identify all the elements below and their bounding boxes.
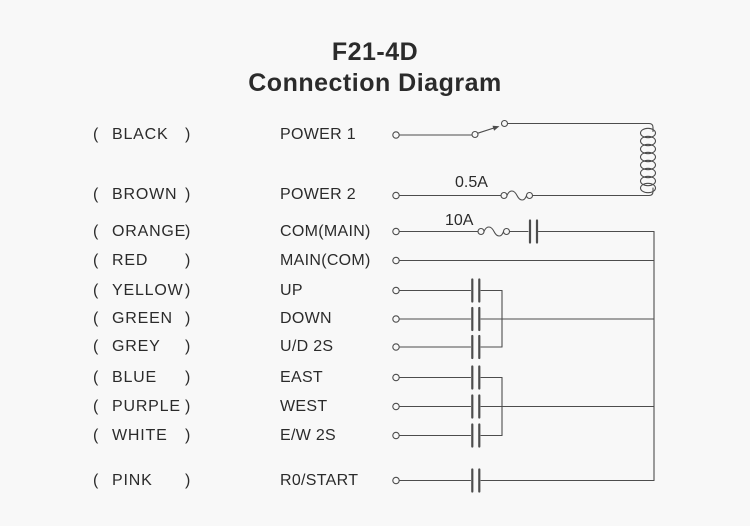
power2-circuit — [392, 190, 650, 201]
paren-close: ) — [185, 186, 191, 203]
wire-row-r0-start: ( PINK ) R0/START — [0, 469, 750, 493]
page-title: F21-4D Connection Diagram — [0, 37, 750, 99]
com-main-circuit — [392, 219, 655, 244]
wire-color-label: PURPLE — [112, 398, 181, 415]
east-circuit — [392, 365, 503, 390]
fuse-symbol-com — [477, 226, 511, 237]
paren-open: ( — [93, 282, 99, 299]
down-circuit — [392, 306, 655, 332]
terminal-circle — [392, 315, 400, 323]
west-circuit — [392, 394, 655, 419]
wire-color-label: BLACK — [112, 126, 169, 143]
contact-symbol-west — [471, 394, 481, 419]
paren-open: ( — [93, 369, 99, 386]
wire-color-label: BLUE — [112, 369, 157, 386]
wire-row-down: ( GREEN ) DOWN — [0, 307, 750, 331]
function-label: U/D 2S — [280, 338, 334, 355]
paren-open: ( — [93, 126, 99, 143]
wire-color-label: YELLOW — [112, 282, 184, 299]
function-label: POWER 1 — [280, 126, 356, 143]
paren-open: ( — [93, 310, 99, 327]
contact-symbol-ew2s — [471, 423, 481, 448]
r0-start-circuit — [392, 468, 655, 493]
terminal-circle — [392, 191, 400, 200]
model-number: F21-4D — [331, 38, 419, 66]
switch-arrow-icon — [492, 125, 500, 131]
terminal-circle — [392, 343, 400, 351]
paren-open: ( — [93, 398, 99, 415]
paren-open: ( — [93, 252, 99, 269]
contact-symbol-east — [471, 365, 481, 390]
wire-row-ew2s: ( WHITE ) E/W 2S — [0, 424, 750, 448]
wire-row-main-com: ( RED ) MAIN(COM) — [0, 249, 750, 273]
paren-open: ( — [93, 186, 99, 203]
function-label: MAIN(COM) — [280, 252, 371, 269]
paren-open: ( — [93, 223, 99, 240]
paren-close: ) — [185, 223, 191, 240]
paren-close: ) — [185, 427, 191, 444]
fuse-rating-power2: 0.5A — [455, 174, 488, 191]
paren-open: ( — [93, 338, 99, 355]
terminal-circle — [392, 431, 400, 440]
wire-color-label: GREEN — [112, 310, 173, 327]
wire-color-label: BROWN — [112, 186, 178, 203]
wire-row-east: ( BLUE ) EAST — [0, 366, 750, 390]
terminal-circle — [392, 402, 400, 411]
function-label: E/W 2S — [280, 427, 337, 444]
function-label: WEST — [280, 398, 328, 415]
function-label: UP — [280, 282, 303, 299]
ew2s-circuit — [392, 423, 503, 448]
terminal-circle — [392, 256, 400, 265]
paren-close: ) — [185, 472, 191, 489]
contact-symbol-up — [471, 278, 481, 303]
ud2s-circuit — [392, 334, 503, 360]
diagram-title: Connection Diagram — [248, 69, 502, 97]
wire-row-west: ( PURPLE ) WEST — [0, 395, 750, 419]
wire-row-power2: ( BROWN ) POWER 2 — [0, 183, 750, 207]
paren-close: ) — [185, 310, 191, 327]
paren-open: ( — [93, 472, 99, 489]
wire-row-power1: ( BLACK ) POWER 1 — [0, 123, 750, 147]
main-com-circuit — [392, 256, 655, 265]
wire-color-label: PINK — [112, 472, 153, 489]
contact-symbol-r0start — [471, 468, 481, 493]
wire-color-label: RED — [112, 252, 149, 269]
power-switch-symbol — [471, 119, 509, 139]
terminal-circle — [392, 131, 400, 139]
paren-close: ) — [185, 398, 191, 415]
terminal-circle — [392, 476, 400, 485]
wire-color-label: ORANGE — [112, 223, 187, 240]
function-label: COM(MAIN) — [280, 223, 371, 240]
coil-symbol — [639, 127, 657, 197]
fuse-rating-com: 10A — [445, 212, 474, 229]
paren-close: ) — [185, 369, 191, 386]
function-label: R0/START — [280, 472, 359, 489]
paren-close: ) — [185, 338, 191, 355]
paren-close: ) — [185, 282, 191, 299]
terminal-circle — [392, 227, 400, 236]
fuse-symbol-power2 — [500, 190, 534, 201]
wire-row-com-main: ( ORANGE ) COM(MAIN) — [0, 220, 750, 244]
wire-row-up: ( YELLOW ) UP — [0, 279, 750, 303]
function-label: POWER 2 — [280, 186, 356, 203]
wire-row-ud2s: ( GREY ) U/D 2S — [0, 335, 750, 359]
function-label: EAST — [280, 369, 323, 386]
paren-close: ) — [185, 126, 191, 143]
terminal-circle — [392, 373, 400, 382]
paren-open: ( — [93, 427, 99, 444]
terminal-circle — [392, 286, 400, 295]
up-circuit — [392, 278, 503, 303]
paren-close: ) — [185, 252, 191, 269]
function-label: DOWN — [280, 310, 332, 327]
contact-symbol-ud2s — [471, 334, 481, 360]
power1-circuit — [392, 119, 654, 139]
contact-symbol-down — [471, 306, 481, 332]
wire-color-label: GREY — [112, 338, 161, 355]
contact-symbol-com — [528, 219, 539, 244]
wire-color-label: WHITE — [112, 427, 168, 444]
